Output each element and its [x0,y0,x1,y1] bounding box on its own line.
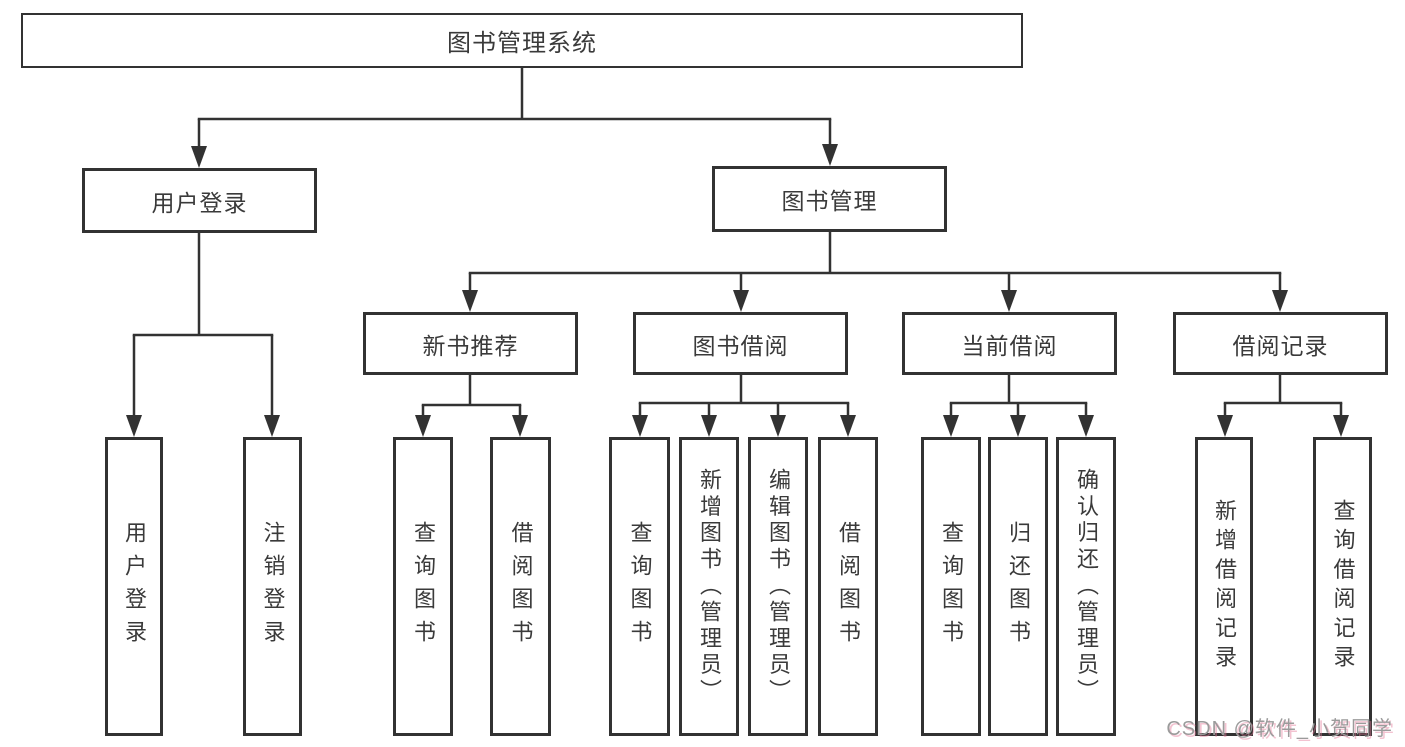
leaf-label: 查询图书 [411,520,436,653]
leaf-borrowing-query: 查询图书 [609,437,670,736]
leaf-borrowing-edit-admin: 编辑图书（管理员） [748,437,808,736]
leaf-label: 借阅图书 [508,520,534,653]
leaf-label: 用户登录 [122,520,147,653]
leaf-label: 确认归还（管理员） [1074,467,1099,706]
node-user-login: 用户登录 [82,168,317,233]
leaf-current-query: 查询图书 [921,437,981,736]
node-new-books: 新书推荐 [363,312,578,375]
node-borrowing: 图书借阅 [633,312,848,375]
arrowheads [126,144,1349,437]
leaf-current-confirm-admin: 确认归还（管理员） [1056,437,1116,736]
leaf-borrowing-borrow: 借阅图书 [818,437,878,736]
leaf-newbooks-query: 查询图书 [393,437,453,736]
leaf-label: 编辑图书（管理员） [766,467,791,706]
leaf-records-query: 查询借阅记录 [1313,437,1372,736]
leaf-label: 查询图书 [939,520,964,653]
node-book-management: 图书管理 [712,166,947,232]
leaf-records-add: 新增借阅记录 [1195,437,1253,736]
leaf-user-login: 用户登录 [105,437,163,736]
csdn-watermark: CSDN @软件_小贺同学 [1166,718,1393,740]
leaf-newbooks-borrow: 借阅图书 [490,437,551,736]
leaf-label: 查询借阅记录 [1330,498,1356,675]
leaf-label: 注销登录 [260,520,286,653]
leaf-current-return: 归还图书 [988,437,1048,736]
node-borrow-records: 借阅记录 [1173,312,1388,375]
node-root: 图书管理系统 [21,13,1023,68]
leaf-label: 归还图书 [1006,520,1031,653]
leaf-logout: 注销登录 [243,437,302,736]
leaf-label: 查询图书 [627,520,653,653]
leaf-label: 新增借阅记录 [1212,498,1237,675]
leaf-label: 借阅图书 [836,520,861,653]
leaf-label: 新增图书（管理员） [697,467,722,706]
leaf-borrowing-add-admin: 新增图书（管理员） [679,437,739,736]
node-current-borrowing: 当前借阅 [902,312,1117,375]
